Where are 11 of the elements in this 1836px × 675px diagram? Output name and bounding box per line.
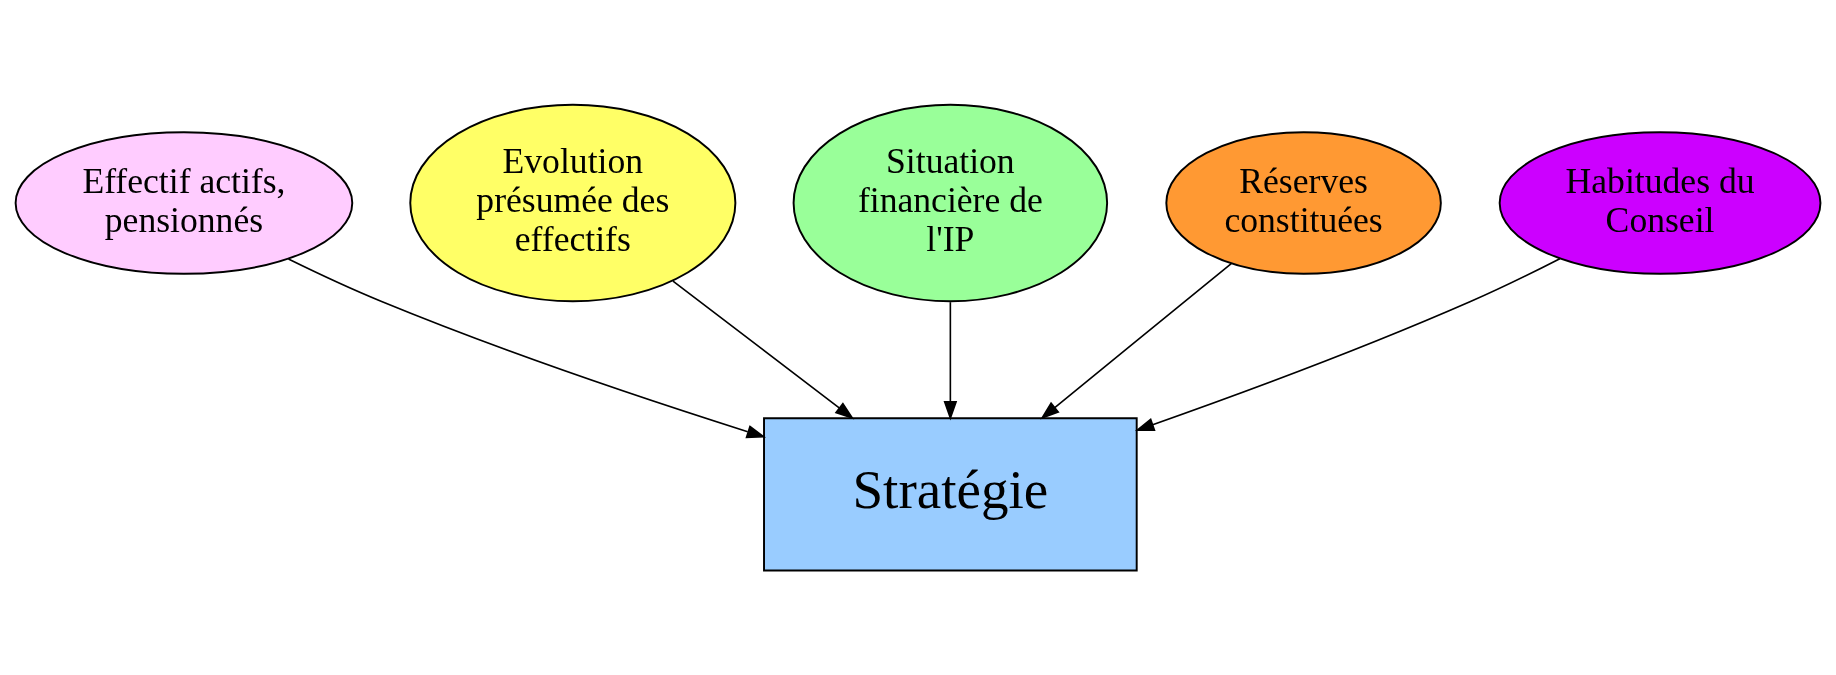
arrow — [287, 258, 766, 439]
arrow — [1040, 262, 1233, 420]
node-ellipse: Effectif actifs, pensionnés — [14, 131, 354, 275]
arrow — [943, 301, 958, 421]
node-ellipse: Evolution présumée des effectifs — [409, 103, 737, 303]
node-ellipse: Réserves constituées — [1165, 131, 1442, 275]
node-ellipse: Situation financière de l'IP — [792, 103, 1109, 303]
node-box: Stratégie — [763, 417, 1138, 572]
arrow — [672, 280, 855, 420]
node-ellipse: Habitudes du Conseil — [1498, 131, 1822, 275]
arrow — [1134, 257, 1561, 431]
